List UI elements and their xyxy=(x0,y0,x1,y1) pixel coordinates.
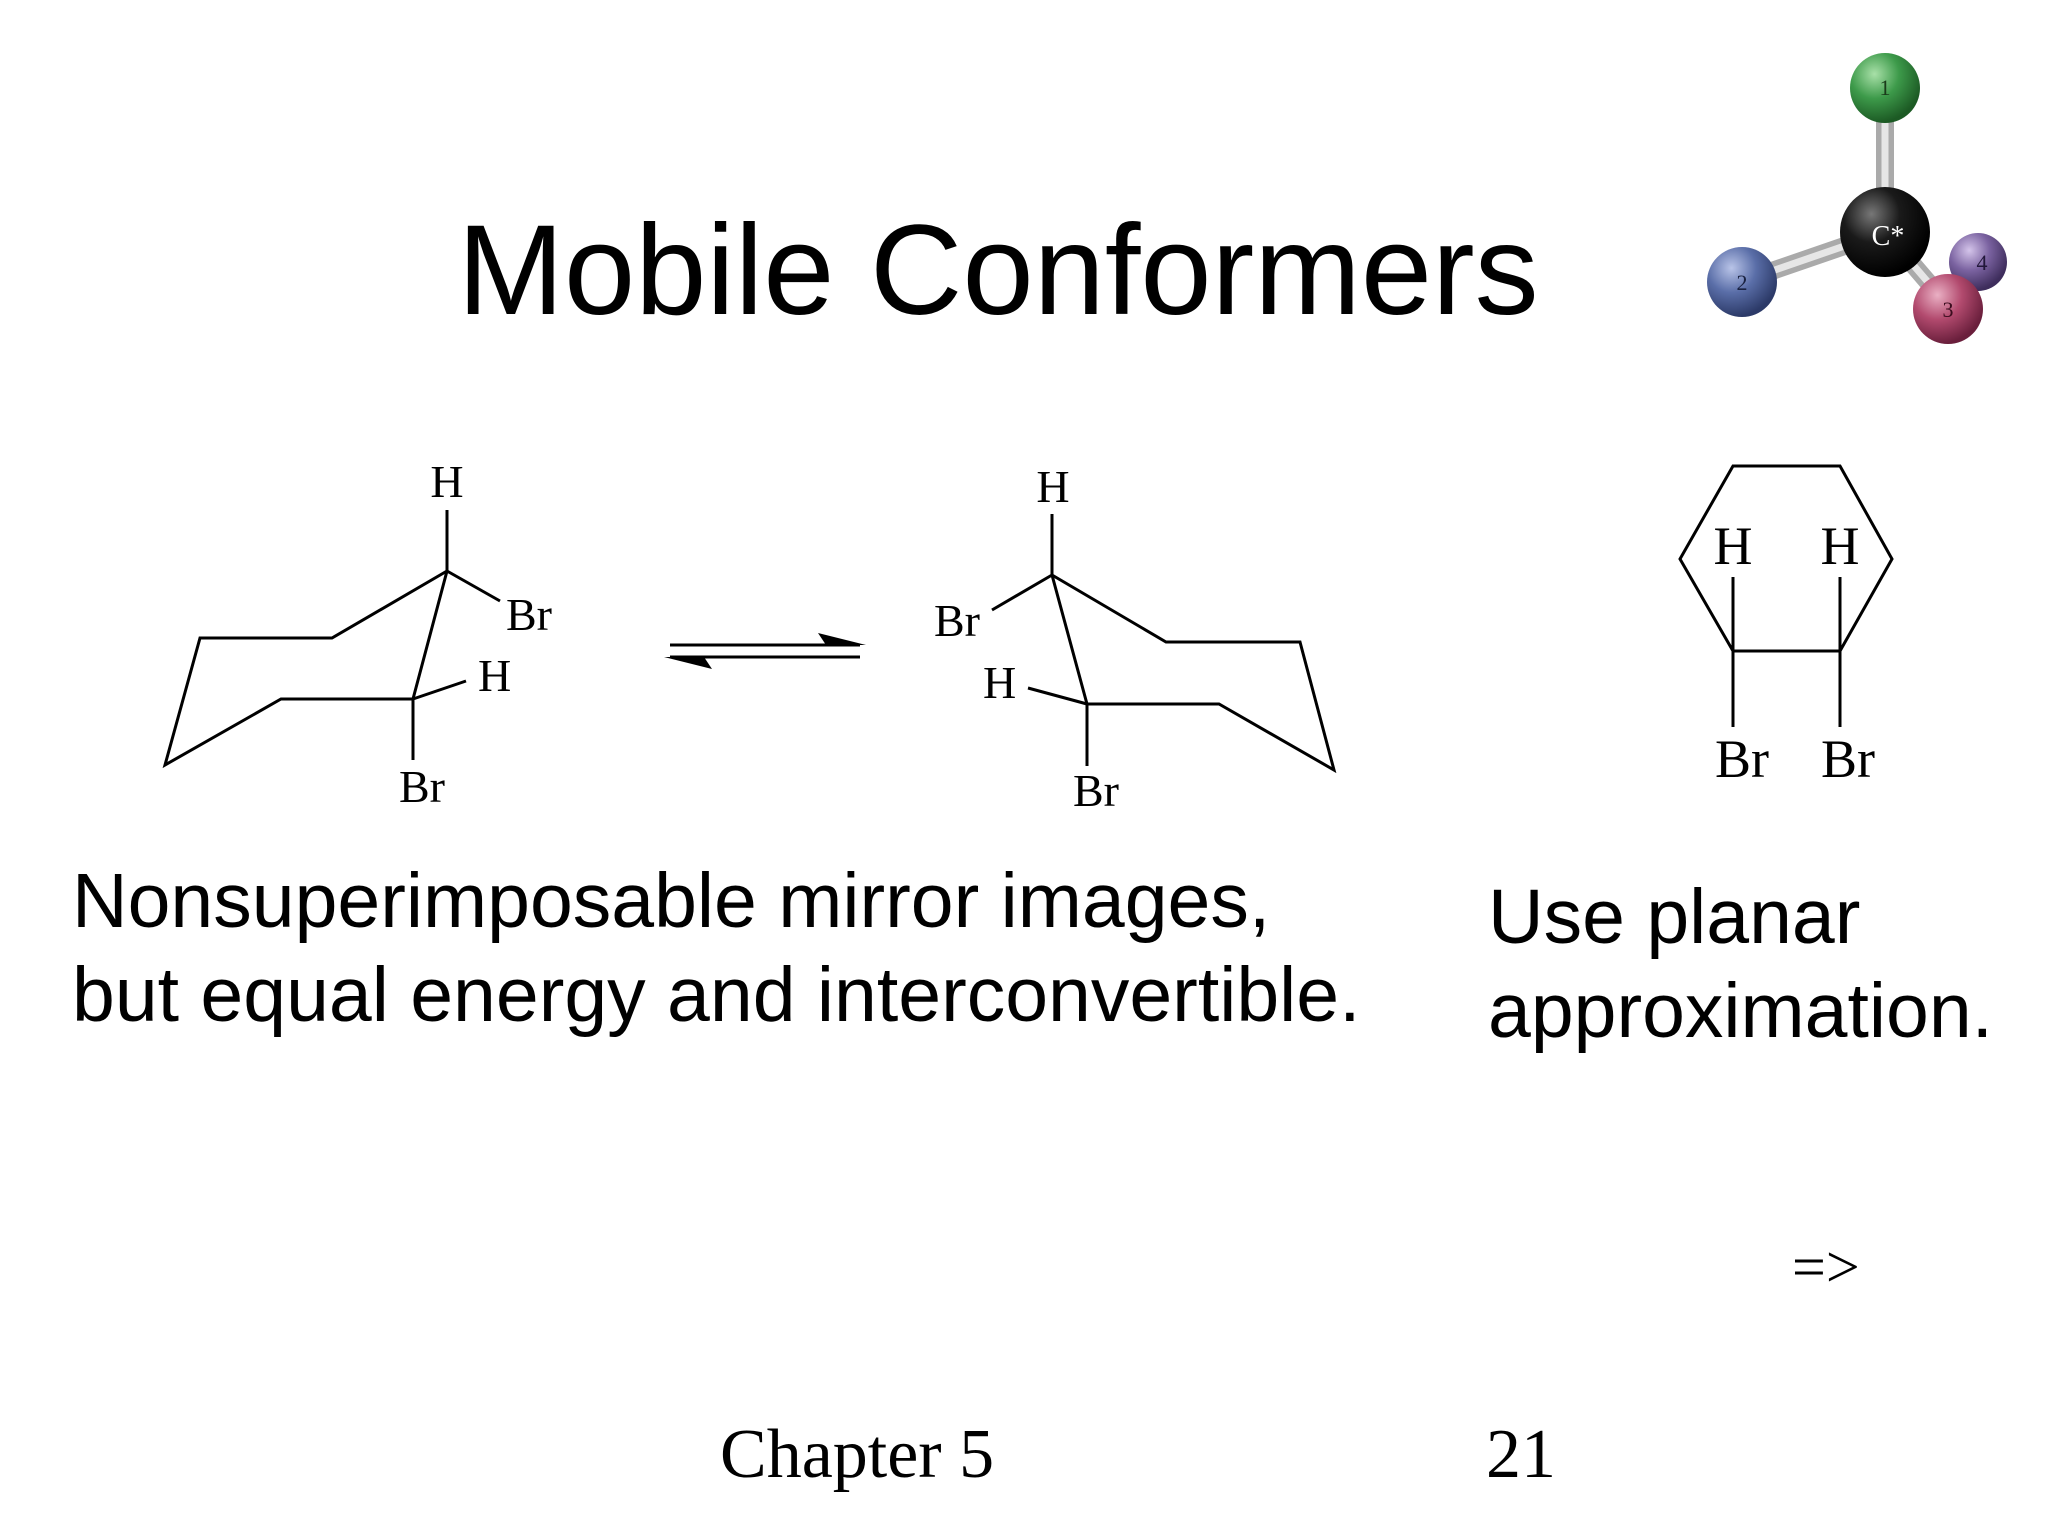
atom-label-br: Br xyxy=(934,595,980,646)
caption-line: Nonsuperimposable mirror images, xyxy=(72,858,1271,944)
mirror-image-caption: Nonsuperimposable mirror images, but equ… xyxy=(72,854,1360,1042)
caption-line: Use planar xyxy=(1488,874,1861,960)
carbon-center-label: C* xyxy=(1872,221,1905,252)
footer-chapter: Chapter 5 xyxy=(720,1416,995,1493)
atom-label-h: H xyxy=(430,456,463,507)
planar-ring-labels: H H Br Br xyxy=(1714,516,1876,789)
atom-label-br: Br xyxy=(1073,765,1119,816)
substituent-1-label: 1 xyxy=(1880,75,1891,100)
atom-label-br: Br xyxy=(399,761,445,812)
substituent-1-ball xyxy=(1850,53,1920,123)
atom-label-h: H xyxy=(1036,461,1069,512)
substituent-2-label: 2 xyxy=(1737,270,1748,295)
atom-label-h: H xyxy=(1714,516,1753,576)
substituent-3-label: 3 xyxy=(1943,297,1954,322)
chiral-center-model: 1 2 3 4 C* xyxy=(1707,53,2007,344)
slide-title: Mobile Conformers xyxy=(0,196,2048,346)
substituent-4-ball xyxy=(1949,233,2007,291)
planar-approximation-caption: Use planar approximation. xyxy=(1488,870,1993,1058)
next-slide-link[interactable]: => xyxy=(1792,1234,1860,1300)
atom-label-br: Br xyxy=(506,589,552,640)
substituent-3-ball xyxy=(1913,274,1983,344)
atom-label-h: H xyxy=(1821,516,1860,576)
right-chair-labels: H Br H Br xyxy=(934,461,1119,816)
atom-label-h: H xyxy=(478,650,511,701)
caption-line: approximation. xyxy=(1488,968,1994,1054)
slide-title-text: Mobile Conformers xyxy=(457,199,1539,342)
left-chair-conformer xyxy=(162,510,501,769)
right-chair-conformer xyxy=(991,514,1337,774)
atom-label-h: H xyxy=(983,657,1016,708)
equilibrium-arrows xyxy=(664,633,866,669)
left-chair-labels: H Br H Br xyxy=(399,456,552,812)
substituent-4-label: 4 xyxy=(1977,250,1988,275)
carbon-center-ball xyxy=(1840,187,1930,277)
atom-label-br: Br xyxy=(1715,729,1769,789)
caption-line: but equal energy and interconvertible. xyxy=(72,952,1361,1038)
footer-page-number: 21 xyxy=(1486,1416,1556,1493)
planar-ring xyxy=(1678,464,1894,727)
substituent-2-ball xyxy=(1707,247,1777,317)
atom-label-br: Br xyxy=(1821,729,1875,789)
